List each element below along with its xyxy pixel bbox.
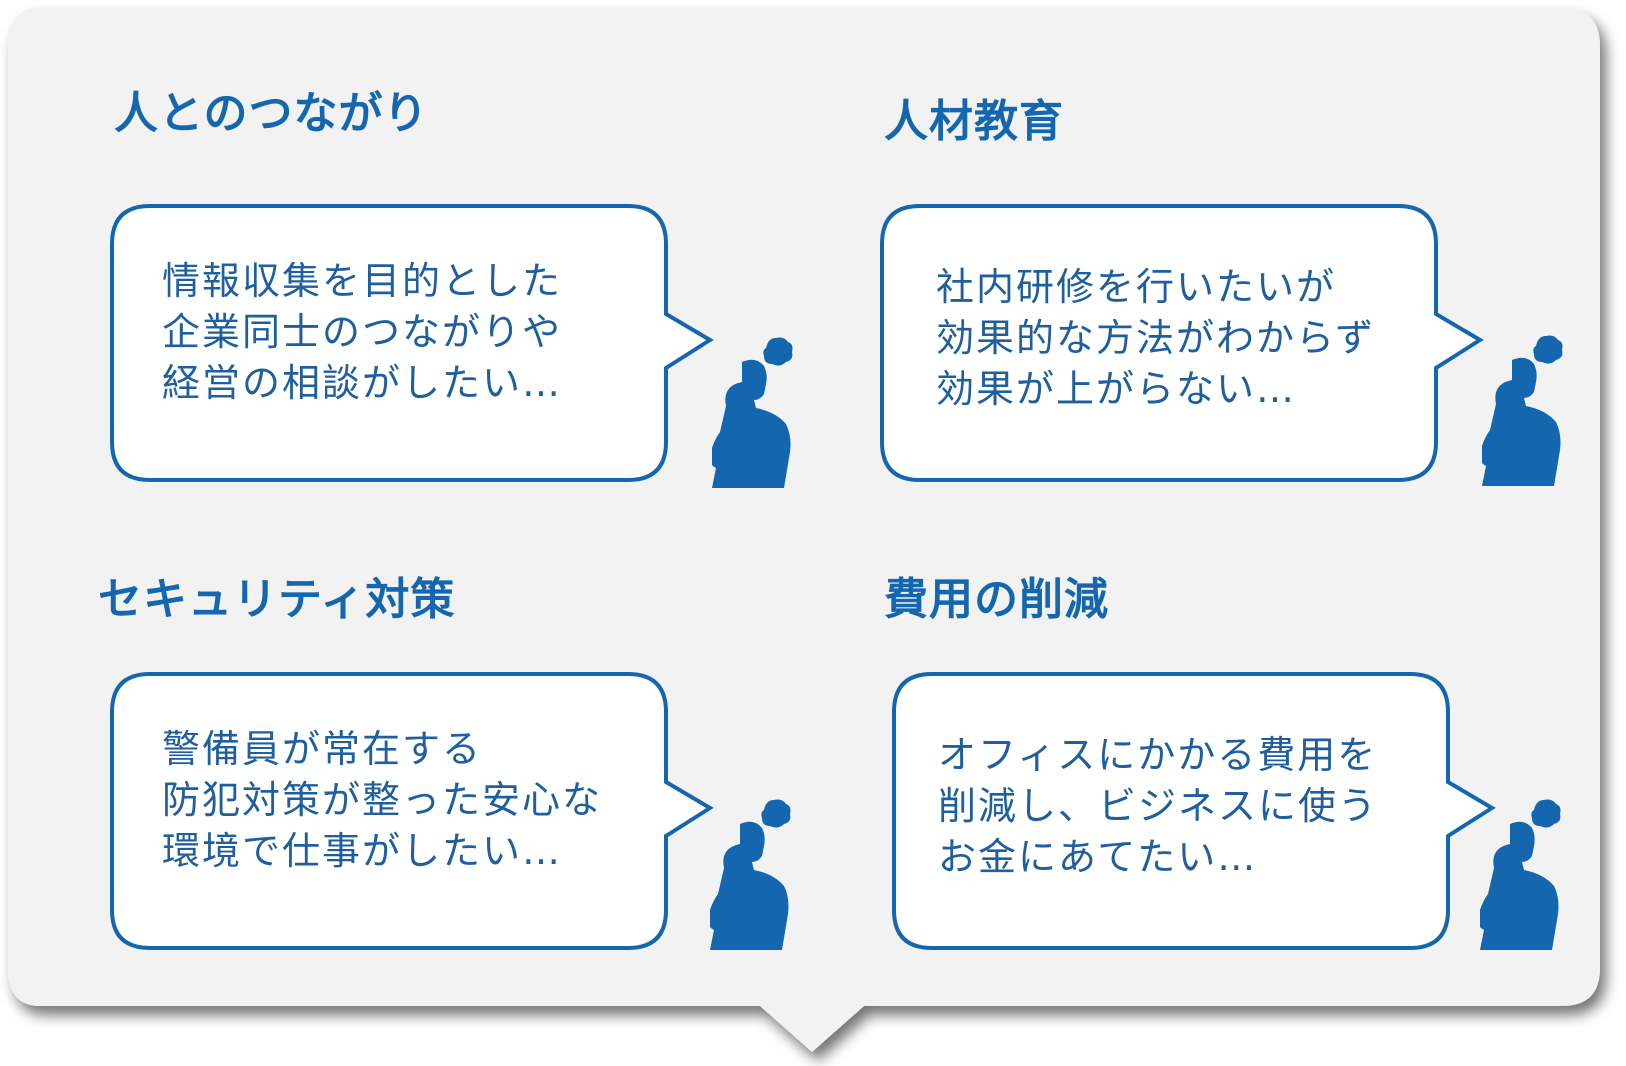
thinking-person-icon xyxy=(1480,799,1561,950)
speech-bubble-shape xyxy=(110,672,714,950)
speech-bubble-connections: 情報収集を目的とした 企業同士のつながりや 経営の相談がしたい… xyxy=(110,204,714,484)
bubble-line: 社内研修を行いたいが xyxy=(936,265,1337,309)
thinking-person-icon xyxy=(710,799,791,950)
section-title-training: 人材教育 xyxy=(884,96,1064,147)
speech-bubble-cost-reduction: オフィスにかかる費用を 削減し、ビジネスに使う お金にあてたい… xyxy=(892,672,1496,952)
thought-bubble-icon xyxy=(763,337,793,366)
speech-bubble-shape xyxy=(110,204,714,482)
bubble-line: 効果が上がらない… xyxy=(936,367,1297,411)
speech-bubble-security: 警備員が常在する 防犯対策が整った安心な 環境で仕事がしたい… xyxy=(110,672,714,952)
speech-bubble-shape xyxy=(880,204,1484,482)
thinking-person-icon xyxy=(712,337,793,488)
bubble-line: 環境で仕事がしたい… xyxy=(162,829,563,873)
speech-bubble-text: オフィスにかかる費用を 削減し、ビジネスに使う お金にあてたい… xyxy=(938,730,1378,883)
thinking-person-icon xyxy=(1482,335,1563,486)
bubble-line: 警備員が常在する xyxy=(162,727,483,771)
bubble-line: 経営の相談がしたい… xyxy=(162,361,563,405)
section-title-cost-reduction: 費用の削減 xyxy=(884,574,1109,625)
bubble-line: 企業同士のつながりや xyxy=(162,310,563,354)
thought-bubble-icon xyxy=(761,799,791,828)
thought-bubble-icon xyxy=(1533,335,1563,364)
section-title-connections: 人とのつながり xyxy=(114,88,429,139)
bubble-line: 情報収集を目的とした xyxy=(162,259,563,303)
thought-bubble-icon xyxy=(1531,799,1561,828)
speech-bubble-training: 社内研修を行いたいが 効果的な方法がわからず 効果が上がらない… xyxy=(880,204,1484,484)
bubble-line: 削減し、ビジネスに使う xyxy=(938,784,1379,828)
bubble-line: お金にあてたい… xyxy=(938,835,1258,879)
speech-bubble-text: 社内研修を行いたいが 効果的な方法がわからず 効果が上がらない… xyxy=(936,262,1375,415)
bubble-line: 効果的な方法がわからず xyxy=(936,316,1376,360)
speech-bubble-text: 警備員が常在する 防犯対策が整った安心な 環境で仕事がしたい… xyxy=(162,724,602,877)
bubble-line: 防犯対策が整った安心な xyxy=(162,778,603,822)
speech-bubble-text: 情報収集を目的とした 企業同士のつながりや 経営の相談がしたい… xyxy=(162,256,562,409)
section-title-security: セキュリティ対策 xyxy=(98,574,456,625)
bubble-line: オフィスにかかる費用を xyxy=(938,733,1378,777)
speech-bubble-shape xyxy=(892,672,1496,950)
